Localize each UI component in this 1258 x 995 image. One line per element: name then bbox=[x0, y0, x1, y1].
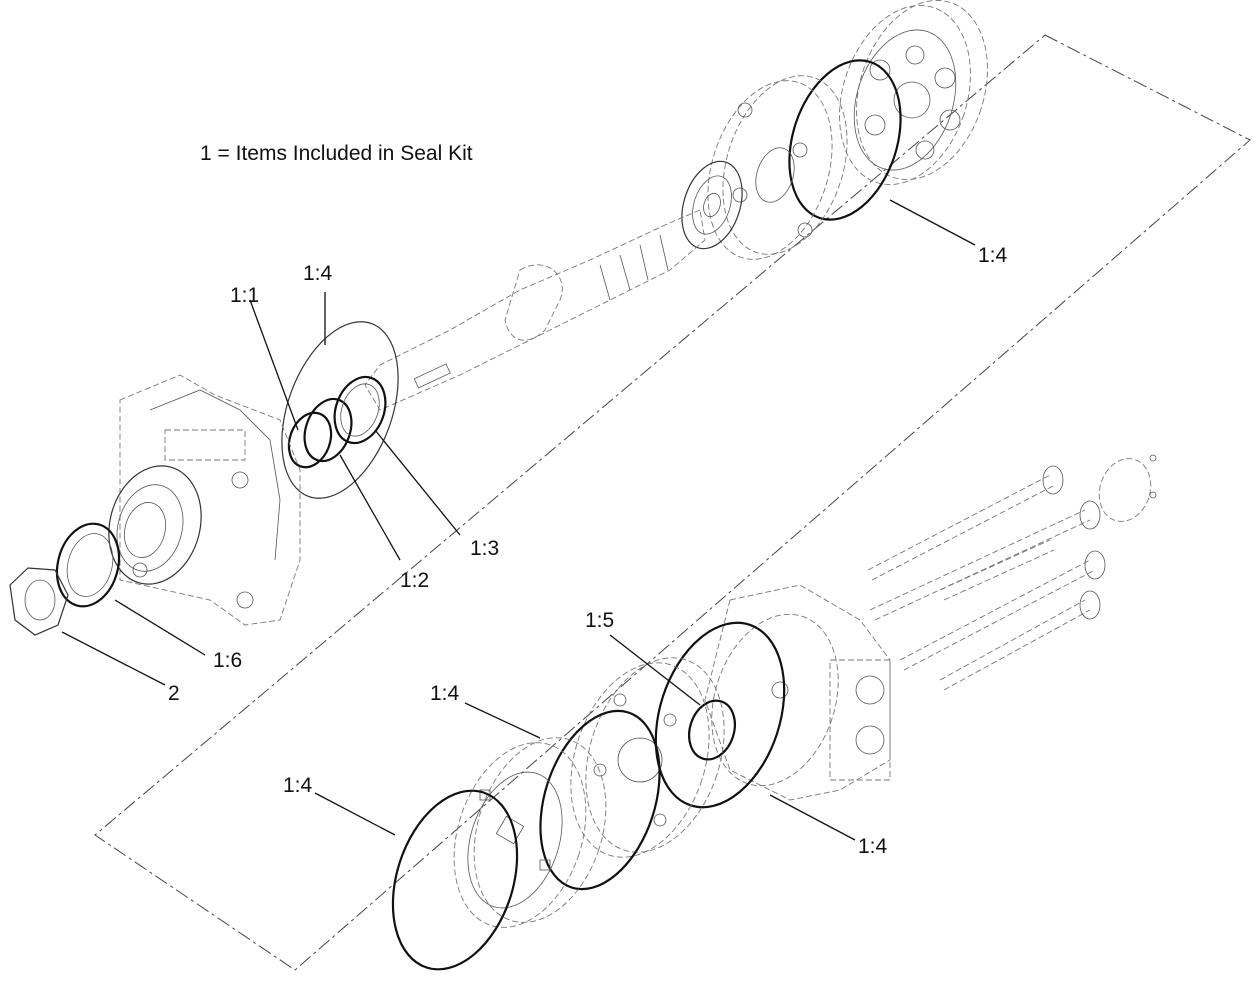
cover-cap bbox=[1098, 458, 1152, 522]
callout-1-4-top: 1:4 bbox=[303, 262, 333, 285]
seal-1-3 bbox=[333, 375, 387, 445]
seal-kit-note: 1 = Items Included in Seal Kit bbox=[200, 142, 473, 165]
callout-1-4-upper-right: 1:4 bbox=[978, 244, 1008, 267]
callout-1-4-low-right: 1:4 bbox=[858, 835, 888, 858]
assembly-boundary bbox=[94, 34, 1251, 971]
callout-1-1: 1:1 bbox=[230, 284, 259, 307]
o-ring-1-4-top bbox=[281, 321, 399, 499]
callout-2: 2 bbox=[168, 682, 180, 705]
rear-cylinder-block bbox=[839, 0, 988, 186]
o-ring-1-4-low-left bbox=[391, 789, 519, 971]
seal-1-1 bbox=[287, 411, 333, 469]
drive-shaft bbox=[364, 209, 706, 411]
callout-1-5: 1:5 bbox=[585, 609, 614, 632]
front-housing bbox=[108, 374, 301, 626]
thrust-bearing bbox=[681, 160, 743, 250]
o-ring-1-4-mid bbox=[539, 709, 661, 891]
tie-bolts bbox=[867, 465, 1106, 691]
end-cap-housing bbox=[704, 584, 891, 801]
seal-1-2 bbox=[303, 397, 353, 463]
callout-1-3: 1:3 bbox=[470, 537, 499, 560]
leader-lines bbox=[61, 199, 976, 841]
wear-plate bbox=[707, 75, 848, 260]
seal-1-5 bbox=[688, 699, 736, 761]
callout-1-2: 1:2 bbox=[400, 569, 429, 592]
callout-1-6: 1:6 bbox=[213, 649, 242, 672]
callout-1-4-low-left: 1:4 bbox=[283, 774, 313, 797]
hex-nut bbox=[9, 567, 69, 636]
shaft-seal-1-6 bbox=[55, 522, 121, 608]
callout-1-4-mid: 1:4 bbox=[430, 682, 460, 705]
gerotor-set bbox=[453, 737, 607, 928]
o-ring-upper-right bbox=[788, 59, 902, 221]
manifold-plate bbox=[570, 657, 725, 858]
